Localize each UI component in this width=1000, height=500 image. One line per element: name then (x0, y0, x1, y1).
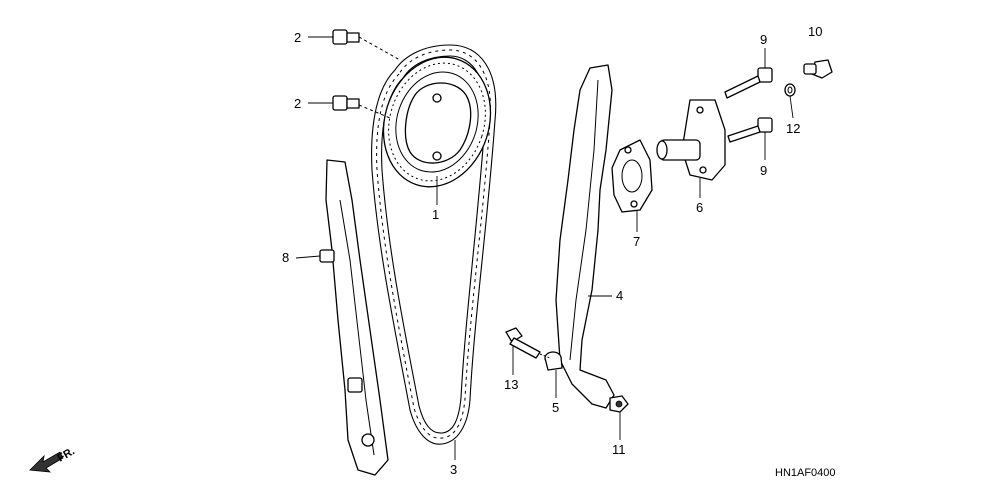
sprocket-bolt-upper (332, 29, 401, 61)
callout-2-lower: 2 (294, 96, 301, 111)
callout-7: 7 (633, 234, 640, 249)
callout-1: 1 (432, 207, 439, 222)
cam-chain (371, 44, 497, 445)
lifter-bolt-lower (727, 117, 773, 143)
sealing-bolt (803, 59, 833, 79)
o-ring-washer (784, 83, 796, 97)
tensioner-gasket (611, 139, 653, 213)
callout-8: 8 (282, 250, 289, 265)
callout-9-lower: 9 (760, 163, 767, 178)
cam-sprocket (382, 56, 492, 188)
lifter-bolt-upper (724, 67, 773, 99)
guide-bolt (505, 327, 551, 359)
callout-10: 10 (808, 24, 822, 39)
cam-chain-guide (555, 64, 615, 409)
callout-4: 4 (616, 288, 623, 303)
tensioner-slipper (319, 159, 389, 476)
callout-2-upper: 2 (294, 30, 301, 45)
tensioner-lifter (656, 99, 726, 181)
front-direction-label: FR. (56, 445, 77, 464)
front-direction-arrow: FR. (29, 445, 77, 473)
callout-6: 6 (696, 200, 703, 215)
leader-lines (295, 36, 794, 460)
callout-11: 11 (612, 442, 626, 457)
callout-12: 12 (786, 121, 800, 136)
callout-3: 3 (450, 462, 457, 477)
sealing-washer (609, 395, 629, 413)
callout-9-upper: 9 (760, 32, 767, 47)
guide-collar (544, 351, 563, 371)
callout-5: 5 (552, 400, 559, 415)
diagram-code: HN1AF0400 (775, 467, 836, 479)
callout-13: 13 (504, 377, 518, 392)
sprocket-bolt-lower (332, 95, 391, 119)
